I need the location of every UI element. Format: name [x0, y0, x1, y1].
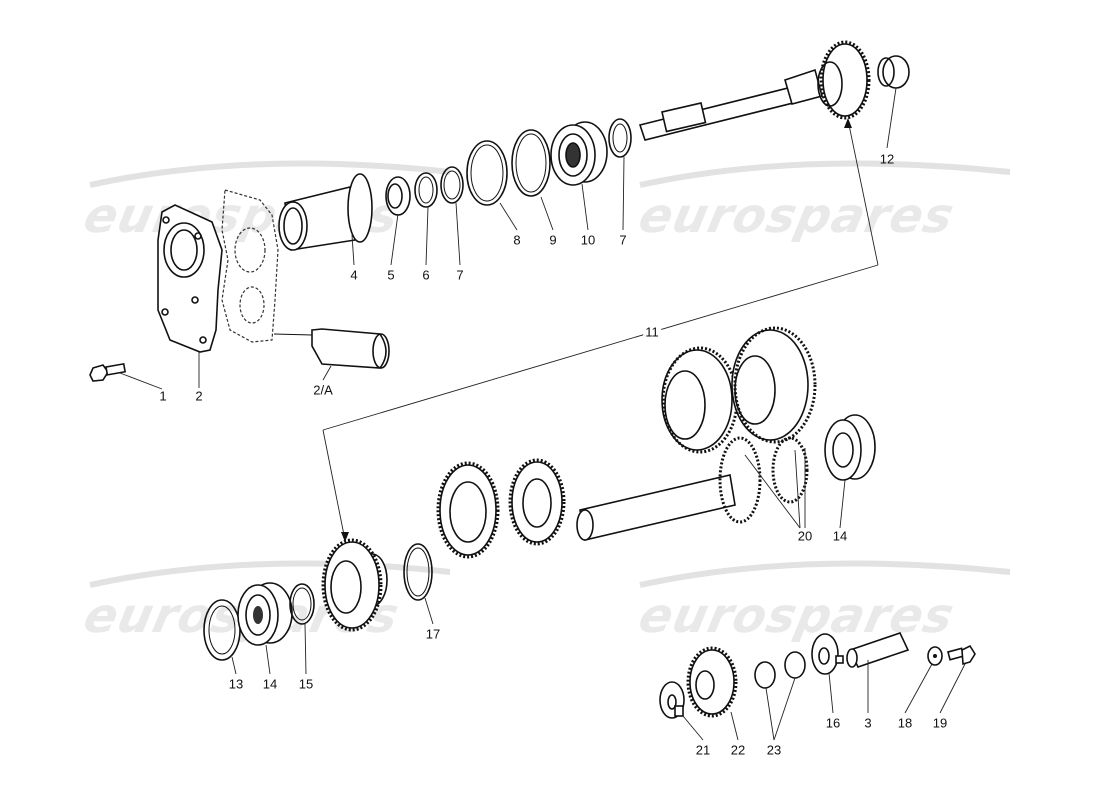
main-shaft-part-11	[322, 40, 879, 542]
part-label-10: 10	[580, 232, 596, 248]
needle-bearings-part-23	[754, 651, 806, 741]
part-label-20: 20	[797, 528, 813, 544]
circlip-part-15	[289, 583, 315, 675]
part-label-19: 19	[932, 715, 948, 731]
part-label-16: 16	[825, 715, 841, 731]
screw-part-19	[939, 644, 976, 714]
part-label-7: 7	[456, 267, 464, 283]
sleeve-tube-part-4	[278, 173, 373, 266]
part-label-6: 6	[422, 267, 430, 283]
shim-part-13	[203, 599, 241, 675]
part-label-17: 17	[425, 626, 441, 642]
ball-bearing-part-14b	[237, 582, 293, 675]
ball-bearing-part-14	[824, 414, 876, 529]
oil-seal-part-5	[385, 176, 411, 266]
part-label-11: 11	[643, 324, 661, 340]
part-label-15: 15	[298, 676, 314, 692]
part-label-21: 21	[695, 742, 711, 758]
circlip-part-17	[403, 543, 434, 625]
gasket-sealant-part-2a	[221, 189, 390, 381]
cluster-gears-part-20	[576, 326, 817, 541]
part-label-23: 23	[766, 742, 782, 758]
part-label-18: 18	[897, 715, 913, 731]
part-label-9: 9	[549, 232, 557, 248]
part-label-7b: 7	[619, 232, 627, 248]
lower-gears	[321, 458, 566, 632]
part-label-5: 5	[387, 267, 395, 283]
part-label-22: 22	[730, 742, 746, 758]
idler-shaft-part-3	[846, 632, 910, 713]
part-label-2a: 2/A	[313, 382, 333, 398]
part-label-13: 13	[228, 676, 244, 692]
part-label-1: 1	[159, 388, 167, 404]
ring-part-8	[466, 140, 518, 231]
bolt-part-1	[89, 362, 163, 390]
roller-bearing-part-12	[877, 55, 910, 149]
part-label-4: 4	[350, 267, 358, 283]
circlip-part-6	[414, 172, 438, 266]
shim-part-7b	[608, 118, 632, 231]
shim-part-7	[440, 166, 464, 266]
reverse-idler-gear-part-22	[686, 646, 739, 741]
cover-housing-part-2	[157, 204, 223, 388]
part-label-3: 3	[864, 715, 872, 731]
snap-ring-part-9	[511, 129, 554, 231]
part-label-14: 14	[832, 528, 848, 544]
ball-bearing-part-10	[550, 121, 608, 231]
part-label-2: 2	[195, 388, 203, 404]
thrust-washer-part-21	[659, 681, 704, 741]
part-label-8: 8	[513, 232, 521, 248]
part-label-14b: 14	[262, 676, 278, 692]
washer-part-18	[904, 646, 943, 714]
thrust-washer-part-16	[811, 633, 844, 714]
part-label-12: 12	[879, 151, 895, 167]
